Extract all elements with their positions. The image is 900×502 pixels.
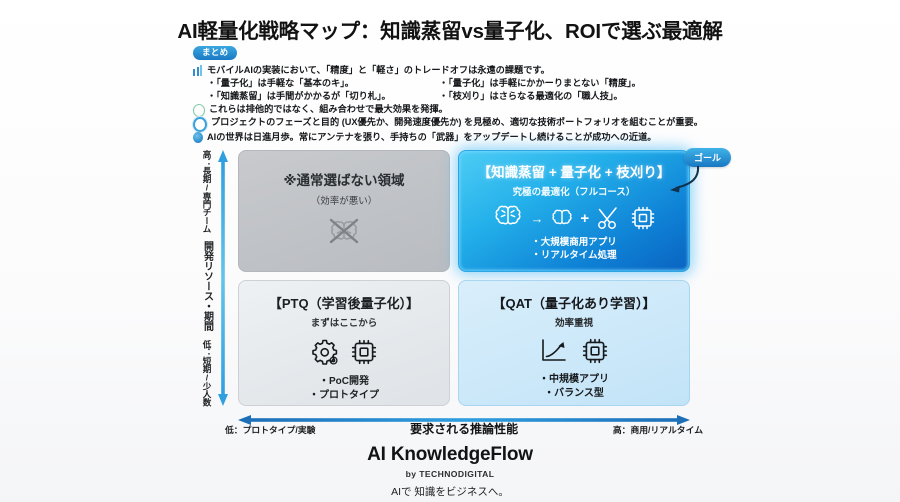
goal-badge: ゴール — [684, 148, 732, 167]
lightbulb-icon — [193, 132, 203, 144]
strategy-matrix: ※通常選ばない領域 （効率が悪い） — [238, 150, 690, 406]
quadrant-top-right[interactable]: 【知識蒸留 + 量子化 + 枝刈り】 究極の最適化（フルコース） → — [458, 150, 690, 272]
summary-section: まとめ モバイルAIの実装において、「精度」と「軽さ」のトレードオフは永遠の課題… — [193, 42, 738, 144]
quadrant-top-left-title: ※通常選ばない領域 — [283, 173, 405, 188]
x-axis-arrow — [238, 412, 690, 425]
gear-icon — [193, 117, 207, 133]
growth-chart-icon — [542, 339, 567, 361]
summary-line-2: これらは排他的ではなく、組み合わせで最大効果を発揮。 — [193, 103, 738, 118]
quadrant-top-left-icons — [239, 217, 449, 253]
goal-arrow-icon — [670, 165, 700, 193]
quadrant-top-right-bullet-1: ・大規模商用アプリ — [531, 237, 617, 248]
quadrant-bottom-left-bullet-2: ・プロトタイプ — [309, 389, 379, 401]
summary-bullet-2-left: ・「知識蒸留」は手間がかかるが「切り札」。 — [207, 91, 391, 102]
footer: AI KnowledgeFlow by TECHNODIGITAL AIで 知識… — [0, 444, 900, 499]
x-axis-low-label: 低：プロトタイプ/実験 — [225, 425, 316, 435]
quadrant-bottom-right-bullets: ・中規模アプリ ・バランス型 — [459, 373, 689, 400]
plus-icon: + — [580, 209, 590, 227]
summary-badge: まとめ — [193, 45, 238, 60]
summary-line-4: AIの世界は日進月歩。常にアンテナを張り、手持ちの「武器」をアップデートし続ける… — [193, 131, 738, 144]
summary-bullet-row-2: ・「知識蒸留」は手間がかかるが「切り札」。 ・「枝刈り」はさらなる最適化の「職人… — [193, 90, 738, 103]
chip-icon — [582, 338, 607, 364]
quadrant-bottom-right-bullet-2: ・バランス型 — [544, 387, 604, 399]
scissors-icon — [597, 207, 617, 229]
chip-icon — [351, 339, 376, 365]
quadrant-bottom-left[interactable]: 【PTQ（学習後量子化）】 まずはここから — [238, 280, 450, 406]
quadrant-top-right-bullet-2: ・リアルタイム処理 — [531, 249, 617, 261]
quadrant-bottom-left-subtitle: まずはここから — [310, 318, 378, 329]
quadrant-bottom-right-icons — [459, 337, 689, 365]
quadrant-top-right-subtitle: 究極の最適化（フルコース） — [512, 187, 636, 198]
brain-small-icon — [552, 209, 572, 225]
quadrant-top-right-icons: → + — [459, 204, 689, 232]
summary-bullet-2-right: ・「枝刈り」はさらなる最適化の「職人技」。 — [439, 91, 623, 102]
x-axis-labels: 低：プロトタイプ/実験 要求される推論性能 高：商用/リアルタイム — [225, 420, 703, 437]
summary-bullet-row-1: ・「量子化」は手軽な「基本のキ」。 ・「量子化」は手軽にかかーりまとない「精度」… — [193, 77, 738, 90]
summary-bullet-1-right: ・「量子化」は手軽にかかーりまとない「精度」。 — [439, 78, 641, 89]
y-axis-low-label: 低：短期/少人数 — [202, 339, 212, 406]
summary-line-2-text: これらは排他的ではなく、組み合わせで最大効果を発揮。 — [209, 104, 448, 115]
summary-bullet-1-left: ・「量子化」は手軽な「基本のキ」。 — [207, 78, 354, 89]
quadrant-bottom-left-icons — [239, 337, 449, 367]
brain-crossed-out-icon — [329, 218, 359, 244]
quadrant-top-right-bullets: ・大規模商用アプリ ・リアルタイム処理 — [459, 237, 689, 263]
summary-line-4-text: AIの世界は日進月歩。常にアンテナを張り、手持ちの「武器」をアップデートし続ける… — [207, 132, 657, 143]
x-axis-title: 要求される推論性能 — [410, 422, 519, 436]
quadrant-bottom-left-bullet-1: ・PoC開発 — [319, 376, 369, 387]
y-axis-labels: 高：長期/専門チーム 開発リソース・期間 低：短期/少人数 — [198, 150, 216, 406]
y-axis-arrow — [218, 150, 228, 406]
quadrant-bottom-right[interactable]: 【QAT（量子化あり学習）】 効率重視 — [458, 280, 690, 406]
quadrant-bottom-right-subtitle: 効率重視 — [554, 318, 593, 329]
quadrant-bottom-left-bullets: ・PoC開発 ・プロトタイプ — [239, 375, 449, 402]
footer-by: by TECHNODIGITAL — [405, 469, 495, 479]
footer-tagline: AIで 知識をビジネスへ。 — [391, 486, 509, 498]
summary-line-1: モバイルAIの実装において、「精度」と「軽さ」のトレードオフは永遠の課題です。 — [193, 64, 738, 77]
y-axis-high-label: 高：長期/専門チーム — [202, 150, 212, 233]
summary-line-3: プロジェクトのフェーズと目的 (UX優先か、開発速度優先か) を見極め、適切な技… — [193, 116, 738, 133]
quadrant-bottom-right-title: 【QAT（量子化あり学習）】 — [492, 296, 656, 311]
bar-chart-icon — [193, 65, 203, 76]
quadrant-top-left[interactable]: ※通常選ばない領域 （効率が悪い） — [238, 150, 450, 272]
y-axis-title: 開発リソース・期間 — [201, 241, 213, 332]
footer-brand: AI KnowledgeFlow — [367, 444, 533, 465]
summary-line-1-text: モバイルAIの実装において、「精度」と「軽さ」のトレードオフは永遠の課題です。 — [207, 65, 550, 75]
x-axis-high-label: 高：商用/リアルタイム — [612, 425, 703, 435]
summary-line-3-text: プロジェクトのフェーズと目的 (UX優先か、開発速度優先か) を見極め、適切な技… — [211, 117, 703, 128]
atom-icon — [193, 104, 205, 118]
quadrant-top-right-title: 【知識蒸留 + 量子化 + 枝刈り】 — [477, 165, 671, 180]
arrow-right-icon: → — [530, 210, 544, 226]
quadrant-bottom-right-bullet-1: ・中規模アプリ — [539, 374, 609, 385]
chip-icon — [631, 206, 655, 230]
page-title: AI軽量化戦略マップ：知識蒸留vs量子化、ROIで選ぶ最適解 — [177, 20, 723, 43]
quadrant-top-left-subtitle: （効率が悪い） — [310, 196, 378, 207]
quadrant-bottom-left-title: 【PTQ（学習後量子化）】 — [268, 296, 420, 311]
gear-icon — [312, 339, 338, 365]
brain-large-icon — [495, 205, 521, 225]
summary-lines: モバイルAIの実装において、「精度」と「軽さ」のトレードオフは永遠の課題です。 … — [193, 64, 738, 144]
